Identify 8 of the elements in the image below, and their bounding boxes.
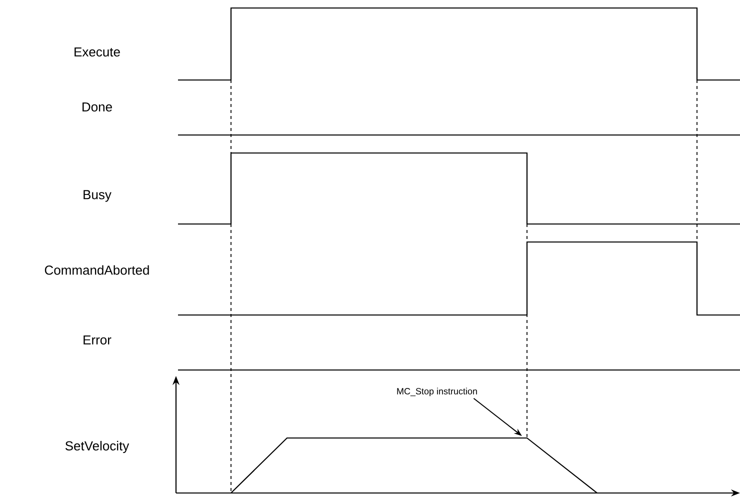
annotation-text: MC_Stop instruction: [397, 388, 477, 396]
signal-name: CommandAborted: [44, 265, 149, 275]
signal-name: Done: [82, 102, 112, 112]
signal-name: SetVelocity: [65, 440, 130, 454]
signal-name: Busy: [84, 190, 112, 202]
velocity-curve: [230, 437, 598, 494]
signal-name: Execute: [74, 47, 120, 57]
signal-name: Error: [84, 335, 112, 345]
